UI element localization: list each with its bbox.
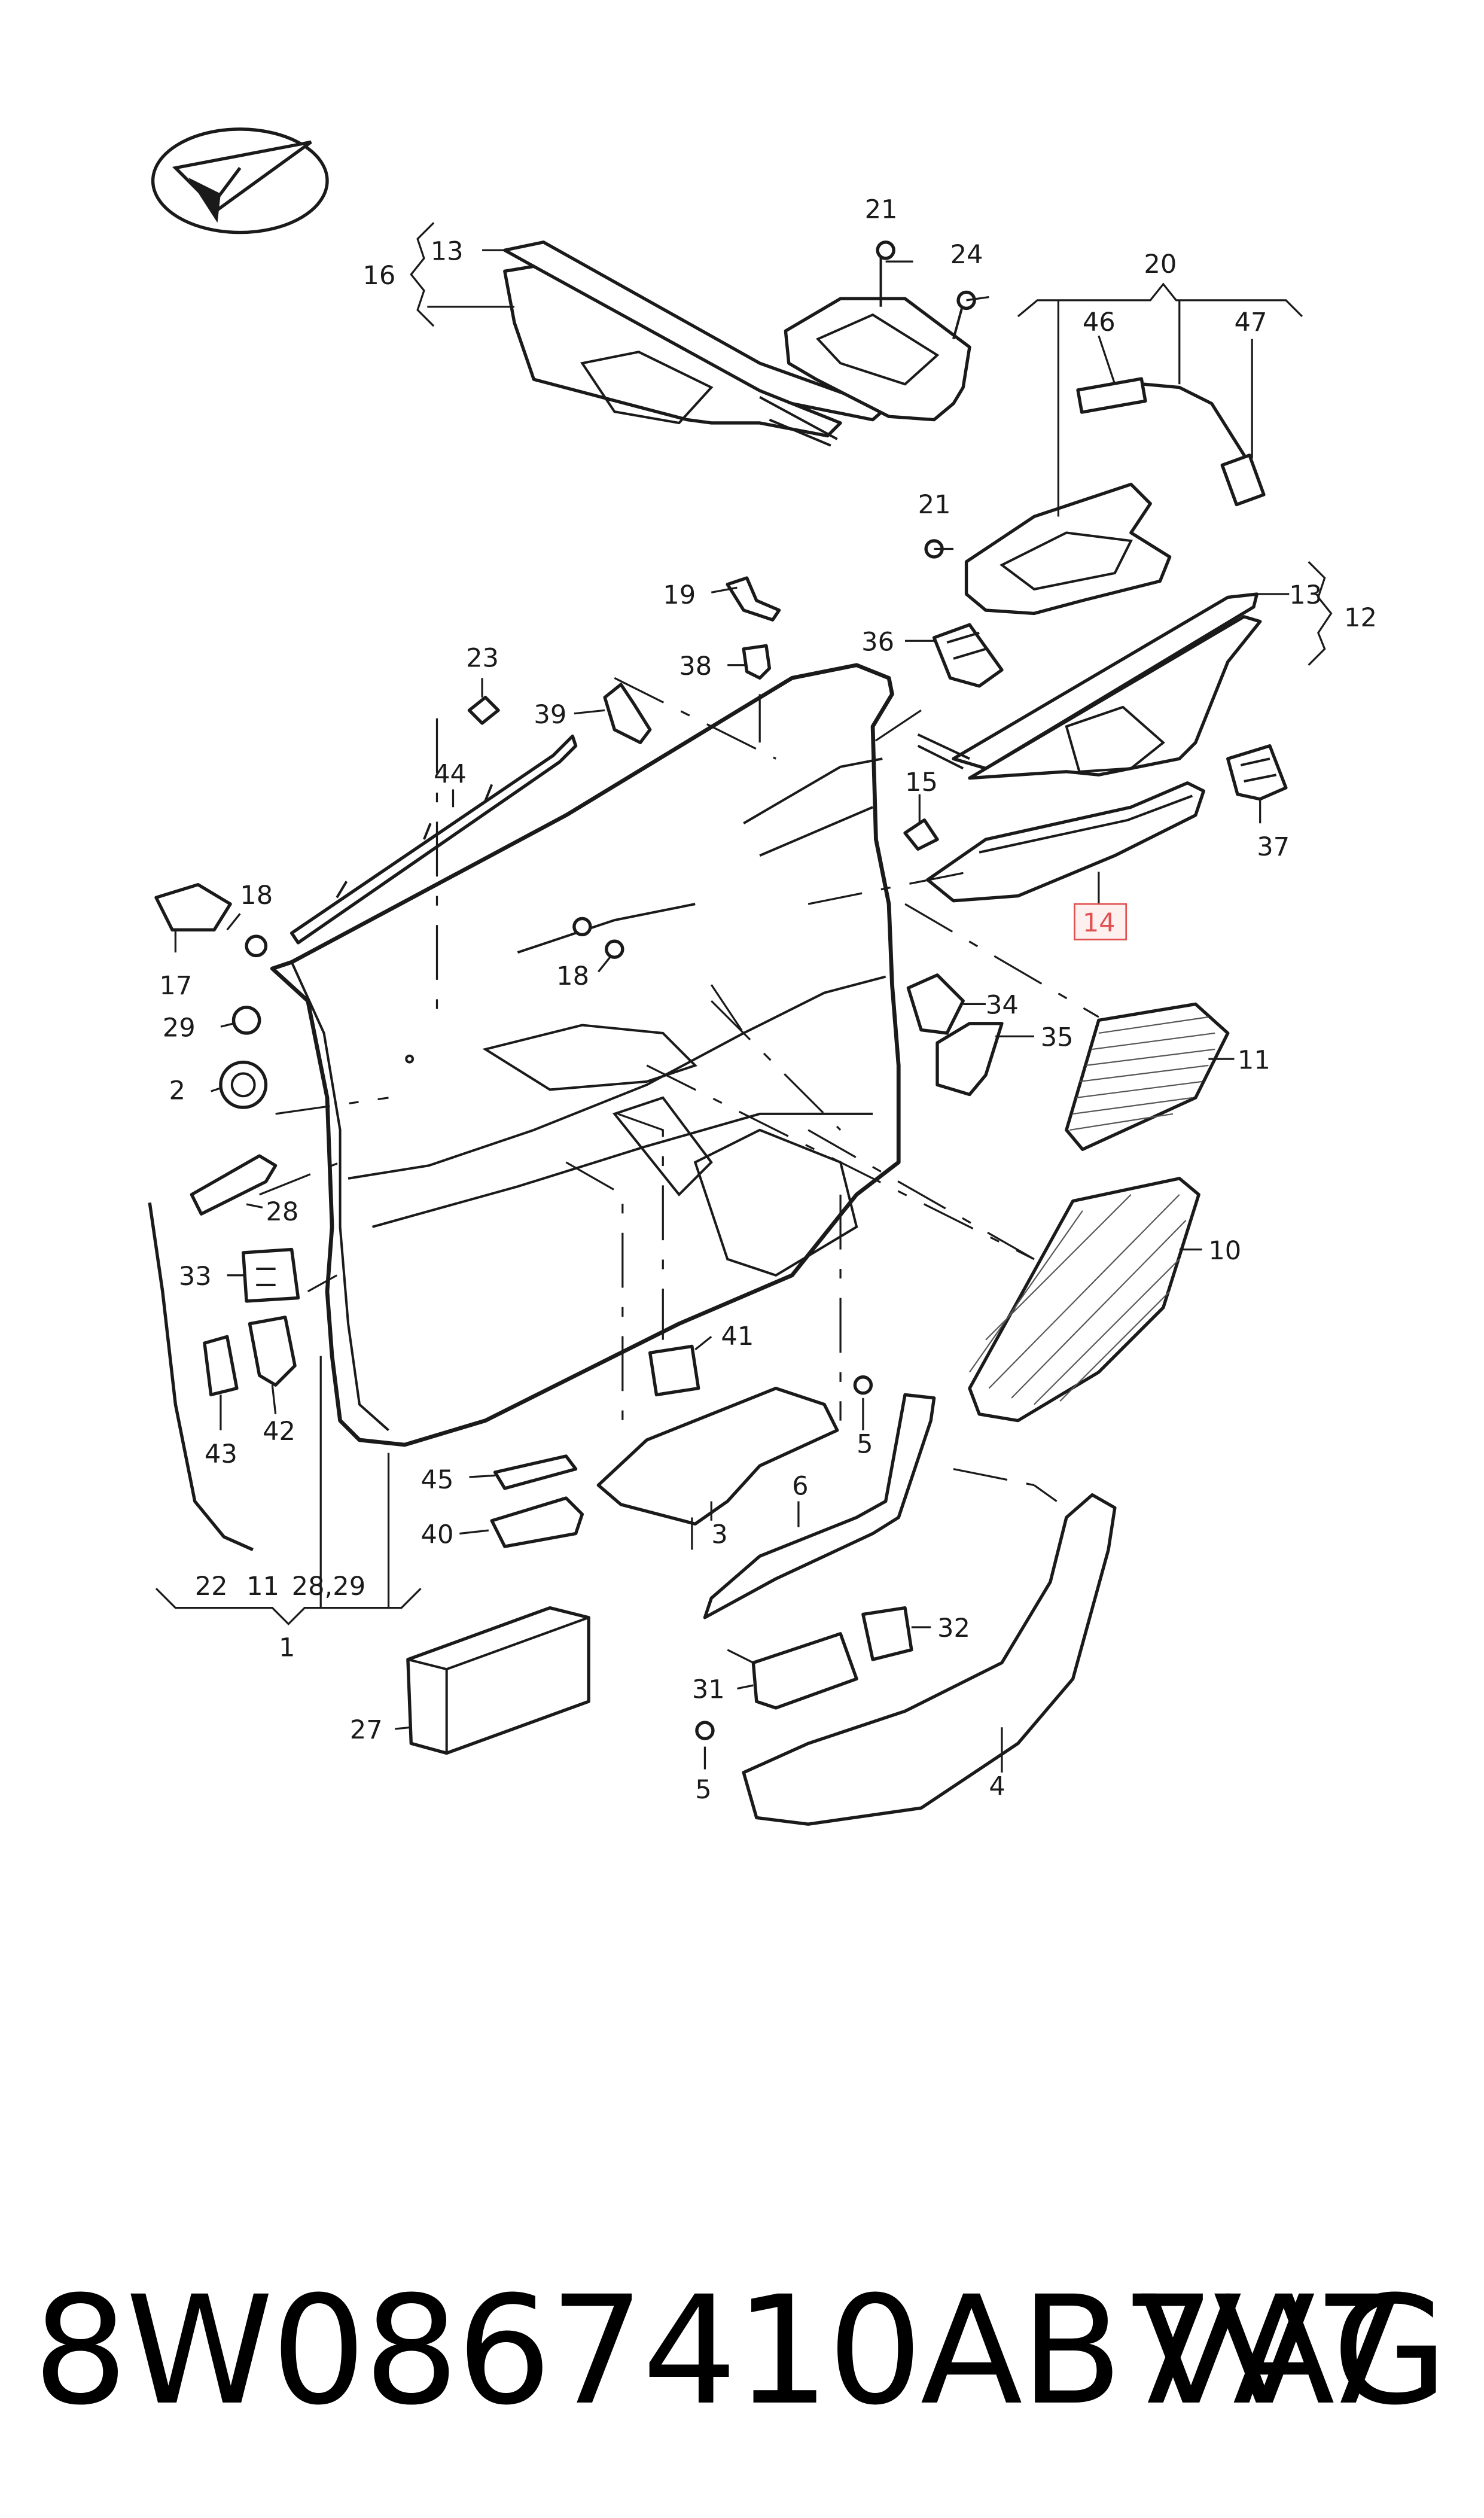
screw-5-part <box>695 1375 873 1740</box>
callout-4: 4 <box>989 1772 1005 1802</box>
callout-11: 11 <box>1238 1045 1270 1075</box>
callout-5b: 5 <box>695 1775 711 1805</box>
callout-5: 5 <box>857 1430 873 1460</box>
bracket-17-part <box>154 883 268 958</box>
group-braces <box>155 222 1333 1625</box>
callout-46: 46 <box>1083 307 1116 337</box>
switch-42-part <box>248 1316 297 1387</box>
bumper-2-part <box>219 1060 268 1109</box>
callout-15: 15 <box>905 768 938 797</box>
callout-18: 18 <box>240 881 273 911</box>
switch-block-37-part <box>1226 744 1288 801</box>
light-40-part <box>490 1496 584 1548</box>
switch-34-part <box>906 973 965 1035</box>
callout-17: 17 <box>159 971 192 1001</box>
part-number-text: 8W0867410AB7V7 <box>33 2264 1408 2438</box>
callout-22: 22 <box>195 1572 228 1601</box>
door-panel-main-part <box>270 663 901 1447</box>
switch-33-part <box>241 1247 300 1303</box>
highlight-box-14 <box>1074 903 1128 940</box>
callout-45: 45 <box>421 1465 454 1495</box>
callout-16: 16 <box>362 261 395 291</box>
callout-27: 27 <box>350 1715 383 1745</box>
callout-13: 13 <box>431 236 464 266</box>
callout-44: 44 <box>434 760 467 790</box>
callout-39: 39 <box>534 700 566 730</box>
callout-28-29: 28,29 <box>292 1572 366 1601</box>
callout-31: 31 <box>692 1675 725 1705</box>
callout-32: 32 <box>937 1613 970 1643</box>
callout-41: 41 <box>721 1322 754 1351</box>
callout-14: 14 <box>1083 908 1116 938</box>
callout-28: 28 <box>266 1197 298 1227</box>
callout-21b: 21 <box>918 490 951 520</box>
trim-strip-14-part <box>926 781 1205 903</box>
callout-labels: 21 24 13 16 20 46 47 21 13 12 19 36 38 2… <box>159 194 1377 1805</box>
callout-3: 3 <box>711 1520 727 1550</box>
mirror-control-bracket-part <box>924 377 1266 616</box>
moulding-strip-44-part <box>290 734 578 945</box>
expansion-rivet-19-part <box>726 576 781 622</box>
callout-34: 34 <box>986 991 1019 1021</box>
clip-29-part <box>231 1006 261 1035</box>
speaker-grille-10-part <box>968 1177 1200 1423</box>
clip-23-part <box>467 696 500 725</box>
connector-41-part <box>648 1344 700 1397</box>
seal-22-part <box>148 1202 254 1551</box>
callout-42: 42 <box>263 1417 295 1447</box>
callout-10: 10 <box>1208 1236 1241 1266</box>
window-switch-31-part <box>751 1632 858 1710</box>
callout-24: 24 <box>950 240 983 270</box>
callout-47: 47 <box>1235 307 1267 337</box>
callout-37: 37 <box>1257 832 1290 862</box>
callout-33: 33 <box>179 1262 212 1292</box>
callout-12: 12 <box>1344 603 1377 633</box>
door-pocket-3-part <box>596 1386 839 1526</box>
armrest-upper-trim-part <box>917 592 1262 780</box>
lock-actuator-39-part <box>603 683 652 744</box>
clip-38-part <box>742 644 772 680</box>
callout-38: 38 <box>679 651 712 681</box>
cover-43-part <box>203 1335 239 1397</box>
light-lens-45-part <box>493 1454 578 1490</box>
callout-21: 21 <box>865 194 898 224</box>
callout-1: 1 <box>279 1633 295 1663</box>
switch-frame-35-part <box>936 1022 1004 1097</box>
callout-29: 29 <box>163 1013 196 1043</box>
brand-text: VAG <box>1139 2264 1448 2438</box>
switch-panel-trim-6-part <box>703 1393 936 1619</box>
callout-18b: 18 <box>556 961 589 991</box>
callout-11-group: 11 <box>246 1572 279 1601</box>
callout-23: 23 <box>466 643 499 673</box>
parts-box-27-part <box>406 1606 590 1755</box>
callout-40: 40 <box>421 1520 454 1550</box>
leader-lines <box>174 249 1290 1773</box>
clip-15-part <box>903 818 939 851</box>
callout-43: 43 <box>205 1439 237 1469</box>
callout-35: 35 <box>1041 1023 1074 1053</box>
callout-20: 20 <box>1144 249 1177 279</box>
mirror-switch-32-part <box>861 1606 913 1661</box>
callout-6: 6 <box>792 1472 808 1502</box>
footer: 8W0867410AB7V7 VAG <box>0 2261 1484 2441</box>
callout-2: 2 <box>169 1076 185 1106</box>
callout-13b: 13 <box>1289 580 1322 610</box>
screw-18-part <box>572 917 624 959</box>
speaker-grille-11-part <box>1065 1002 1230 1151</box>
paper-plane-check-logo-icon <box>151 127 329 235</box>
callout-19: 19 <box>663 580 696 610</box>
callout-36: 36 <box>861 627 894 657</box>
cover-28-part <box>190 1154 278 1216</box>
upper-trim-strip-part <box>503 240 888 447</box>
grab-handle-4-part <box>742 1493 1117 1826</box>
switch-block-36-part <box>932 623 1004 688</box>
exploded-parts-diagram: 21 24 13 16 20 46 47 21 13 12 19 36 38 2… <box>148 127 1377 1826</box>
dashed-assembly-lines <box>259 677 1099 1664</box>
mounting-bracket-upper-part <box>784 240 976 422</box>
